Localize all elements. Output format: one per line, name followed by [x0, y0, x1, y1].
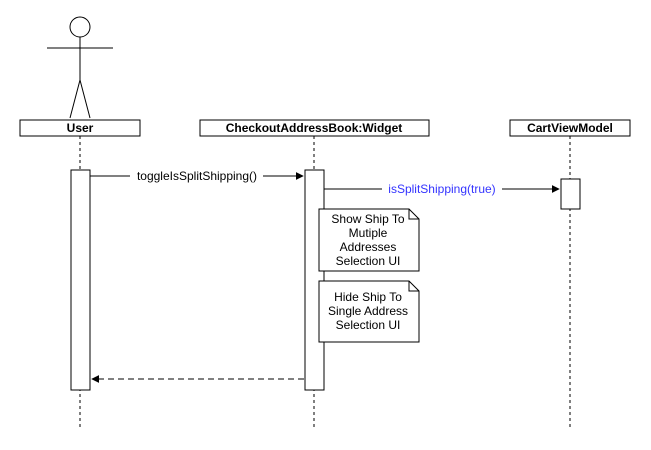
message-is-split-shipping-label: isSplitShipping(true) — [388, 182, 495, 196]
note-2-line-1: Hide Ship To — [334, 290, 402, 304]
participant-user-label: User — [67, 121, 94, 135]
note-1-line-4: Selection UI — [336, 254, 401, 268]
note-2-line-2: Single Address — [328, 304, 408, 318]
participant-cart: CartViewModel — [509, 119, 631, 137]
participant-widget: CheckoutAddressBook:Widget — [199, 119, 430, 137]
participant-user: User — [19, 119, 141, 137]
note-hide-ship-to-single: Hide Ship To Single Address Selection UI — [318, 280, 420, 343]
message-toggle-split-shipping-label: toggleIsSplitShipping() — [137, 169, 257, 183]
message-is-split-shipping: isSplitShipping(true) — [324, 182, 560, 196]
note-1-line-1: Show Ship To — [331, 212, 404, 226]
message-toggle-split-shipping: toggleIsSplitShipping() — [90, 169, 304, 183]
note-1-line-2: Mutiple — [349, 226, 388, 240]
note-2-line-3: Selection UI — [336, 318, 401, 332]
user-activation-bar — [70, 169, 91, 391]
user-actor-icon — [47, 16, 113, 119]
widget-activation-bar — [304, 169, 325, 391]
participant-cart-label: CartViewModel — [527, 121, 613, 135]
note-show-ship-to-multiple: Show Ship To Mutiple Addresses Selection… — [318, 208, 420, 272]
cart-activation-bar — [560, 178, 581, 210]
note-1-line-3: Addresses — [340, 240, 397, 254]
participant-widget-label: CheckoutAddressBook:Widget — [226, 121, 403, 135]
